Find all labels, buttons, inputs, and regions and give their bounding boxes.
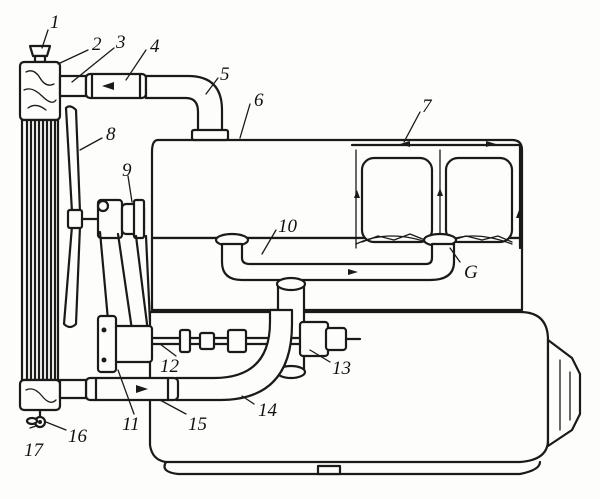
lower-hose [84, 376, 180, 402]
callout-labels: 1 2 3 4 5 6 7 8 9 10 G 11 12 13 14 15 16… [24, 12, 478, 461]
fan [62, 105, 102, 329]
drain-cock [25, 408, 47, 429]
label-5: 5 [220, 64, 230, 85]
fan-blade-upper [64, 105, 82, 214]
label-7: 7 [422, 96, 433, 117]
radiator-inlet-pipe [58, 74, 88, 98]
fan-blade-lower [62, 224, 82, 329]
label-8: 8 [106, 124, 116, 145]
radiator-top-tank [18, 60, 62, 122]
fan-drive [96, 198, 152, 334]
radiator-bottom-tank [18, 378, 62, 412]
distribution-pipe [214, 232, 458, 282]
label-4: 4 [150, 36, 160, 57]
label-6: 6 [254, 90, 264, 111]
fan-hub [66, 208, 84, 230]
lower-pipe-elbow [174, 308, 294, 402]
water-jacket [350, 141, 522, 250]
outlet-flange [190, 128, 230, 142]
upper-hose [84, 72, 148, 100]
label-14: 14 [258, 400, 278, 421]
generator-pulley [96, 314, 118, 374]
radiator-outlet-pipe [58, 378, 88, 400]
drive-belt [98, 230, 152, 334]
water-jacket-cavity-1 [360, 156, 434, 244]
label-15: 15 [188, 414, 207, 435]
label-11: 11 [122, 414, 140, 435]
label-12: 12 [160, 356, 180, 377]
outlet-elbow [144, 74, 224, 134]
label-3: 3 [115, 32, 126, 53]
leader-lines [29, 29, 461, 431]
label-10: 10 [278, 216, 298, 237]
crankcase [148, 310, 550, 464]
label-13: 13 [332, 358, 351, 379]
label-16: 16 [68, 426, 88, 447]
flywheel-housing [546, 338, 582, 448]
label-9: 9 [122, 160, 132, 181]
radiator-filler-cap [28, 44, 52, 58]
label-17: 17 [24, 440, 45, 461]
water-jacket-cavity-2 [444, 156, 514, 244]
label-2: 2 [92, 34, 102, 55]
pump-drive-shaft [96, 314, 302, 374]
pump-body [298, 320, 330, 358]
radiator-tubes [25, 118, 57, 382]
upper-water-line [58, 72, 230, 142]
fan-pulley-rim [132, 198, 146, 240]
radiator [18, 44, 62, 429]
label-1: 1 [50, 12, 60, 33]
label-G: G [464, 262, 478, 283]
lower-water-line [58, 308, 294, 402]
distribution-pipe-body [220, 242, 456, 282]
engine-block [148, 138, 582, 476]
